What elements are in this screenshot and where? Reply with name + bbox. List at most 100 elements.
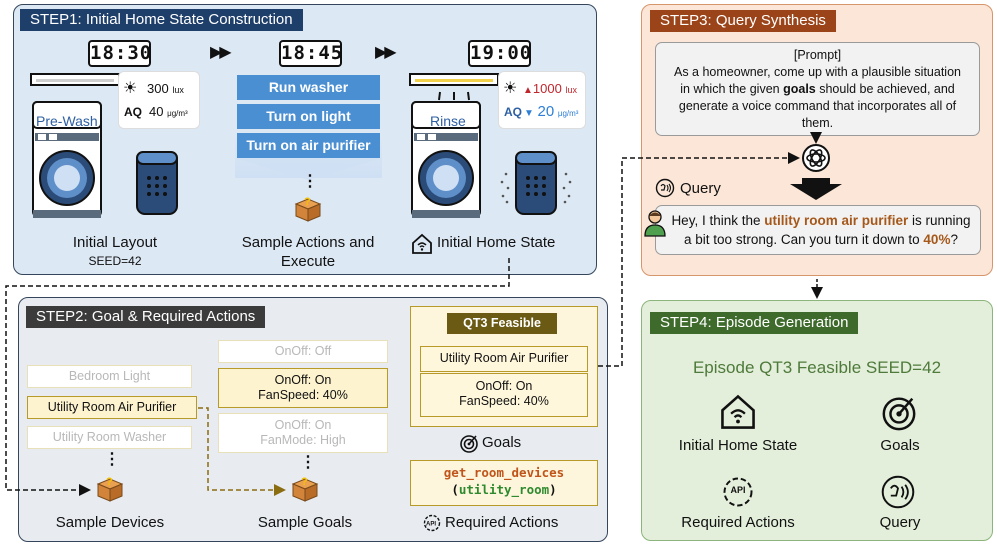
step4-item-goals: Goals xyxy=(880,437,920,454)
svg-text:?: ? xyxy=(304,196,311,208)
sun-icon: ☀ xyxy=(123,80,138,97)
label-sample-devices: Sample Devices xyxy=(55,514,165,531)
action-turn-on-light: Turn on light xyxy=(237,104,380,129)
label-required-actions: Required Actions xyxy=(445,514,559,531)
ellipsis-icon: ⋮ xyxy=(300,454,316,471)
label-query: Query xyxy=(680,180,721,197)
api-gear-icon: API xyxy=(423,514,441,532)
label-goals: Goals xyxy=(482,434,522,451)
clock-final: 19:00 xyxy=(468,40,531,67)
api-call-box: get_room_devices (utility_room) xyxy=(410,460,598,506)
step4-panel xyxy=(641,300,993,541)
washing-machine-icon xyxy=(411,101,481,218)
api-call-name: get_room_devices xyxy=(443,465,565,480)
goal-faded-line1: OnOff: On xyxy=(274,418,332,432)
aq-unit: μg/m³ xyxy=(167,109,188,118)
aq-label: AQ xyxy=(504,105,522,119)
down-arrow-icon: ▼ xyxy=(524,108,534,119)
api-icon-text: API xyxy=(730,485,746,495)
initial-sensor-panel: ☀ 300 lux AQ 40 μg/m³ xyxy=(119,72,199,128)
goal-faded: OnOff: On FanMode: High xyxy=(218,413,388,453)
aq-label: AQ xyxy=(124,105,142,119)
label-sample-goals: Sample Goals xyxy=(257,514,353,531)
api-gear-icon xyxy=(723,477,753,507)
light-value: 300 xyxy=(147,81,169,96)
initial-scene xyxy=(30,73,178,218)
step1-title: STEP1: Initial Home State Construction xyxy=(20,9,303,31)
goal-onoff-off: OnOff: Off xyxy=(218,340,388,363)
goal-selected: OnOff: On FanSpeed: 40% xyxy=(218,368,388,408)
aq-value: 20 xyxy=(537,103,555,120)
actions-funnel xyxy=(235,158,382,180)
light-unit: lux xyxy=(565,85,577,95)
ellipsis-icon: ⋮ xyxy=(302,173,318,190)
label-sample-actions-line2: Execute xyxy=(280,253,336,270)
label-sample-actions-line1: Sample Actions and xyxy=(241,234,375,251)
action-turn-on-air-purifier: Turn on air purifier xyxy=(237,133,380,158)
washing-machine-icon xyxy=(32,101,102,218)
light-value: 1000 xyxy=(532,81,562,96)
final-washer-mode: Rinse xyxy=(430,113,466,129)
step4-item-required-actions: Required Actions xyxy=(681,514,795,531)
clock-initial: 18:30 xyxy=(88,40,151,67)
ellipsis-icon: ⋮ xyxy=(104,451,120,468)
step4-title: STEP4: Episode Generation xyxy=(650,312,859,334)
light-unit: lux xyxy=(172,85,184,95)
goal-selected-line1: OnOff: On xyxy=(274,373,332,387)
feasible-tag: QT3 Feasible xyxy=(447,313,557,334)
voice-query-icon xyxy=(881,475,915,509)
air-purifier-icon xyxy=(136,151,178,215)
initial-washer-mode: Pre-Wash xyxy=(36,113,98,129)
svg-text:API: API xyxy=(426,522,436,528)
api-call-close: ) xyxy=(549,482,557,497)
ceiling-light-icon xyxy=(30,73,120,86)
step4-item-query: Query xyxy=(879,514,921,531)
action-run-washer: Run washer xyxy=(237,75,380,100)
step3-title: STEP3: Query Synthesis xyxy=(650,10,836,32)
smart-home-icon xyxy=(721,394,755,429)
aq-unit: μg/m³ xyxy=(557,109,579,118)
prompt-header: [Prompt] xyxy=(793,48,842,62)
device-utility-room-air-purifier: Utility Room Air Purifier xyxy=(27,396,197,419)
label-sample-actions: Sample Actions and Execute xyxy=(232,234,384,270)
prompt-text-1: As a homeowner, come up with a plausible… xyxy=(674,65,961,96)
voice-query-icon xyxy=(655,178,675,198)
query-text-1: Hey, I think the xyxy=(671,213,765,228)
svg-text:?: ? xyxy=(301,476,308,488)
feasible-goal-line2: FanSpeed: 40% xyxy=(459,394,549,408)
episode-title: Episode QT3 Feasible SEED=42 xyxy=(692,358,942,377)
prompt-text-2: should be achieved, and generate a voice… xyxy=(678,82,957,130)
query-box: Hey, I think the utility room air purifi… xyxy=(655,205,981,255)
label-initial-home-state: Initial Home State xyxy=(437,234,556,251)
prompt-bold: goals xyxy=(783,82,816,96)
aq-value: 40 xyxy=(149,104,164,119)
fast-forward-icon: ▶▶ xyxy=(210,44,232,61)
svg-text:?: ? xyxy=(106,476,113,488)
step2-title: STEP2: Goal & Required Actions xyxy=(26,306,266,328)
feasible-goal: OnOff: On FanSpeed: 40% xyxy=(420,373,588,417)
goal-faded-line2: FanMode: High xyxy=(260,433,346,447)
label-initial-layout: Initial Layout xyxy=(72,234,158,251)
query-highlight-2: 40% xyxy=(923,232,951,247)
query-text-3: ? xyxy=(950,232,958,247)
label-seed: SEED=42 xyxy=(88,254,142,268)
final-sensor-panel: ☀ ▲1000 lux AQ ▼ 20 μg/m³ xyxy=(499,72,585,128)
fast-forward-icon: ▶▶ xyxy=(375,44,397,61)
device-utility-room-washer: Utility Room Washer xyxy=(27,426,192,449)
sample-box-icon: ? xyxy=(294,196,322,222)
ai-model-icon xyxy=(802,144,830,172)
query-highlight-1: utility room air purifier xyxy=(764,213,909,228)
feasible-goal-line1: OnOff: On xyxy=(475,379,533,393)
prompt-box: [Prompt] As a homeowner, come up with a … xyxy=(655,42,980,136)
api-call-open: ( xyxy=(451,482,459,497)
api-call-arg: utility_room xyxy=(458,482,550,497)
target-icon xyxy=(460,435,478,453)
down-arrow-icon xyxy=(790,178,842,200)
feasible-device: Utility Room Air Purifier xyxy=(420,346,588,372)
ceiling-light-icon xyxy=(409,73,499,101)
sun-icon: ☀ xyxy=(503,80,518,97)
step4-item-initial-home-state: Initial Home State xyxy=(678,437,798,454)
goal-selected-line2: FanSpeed: 40% xyxy=(258,388,348,402)
air-purifier-icon xyxy=(500,151,572,215)
up-arrow-icon: ▲ xyxy=(523,85,533,96)
